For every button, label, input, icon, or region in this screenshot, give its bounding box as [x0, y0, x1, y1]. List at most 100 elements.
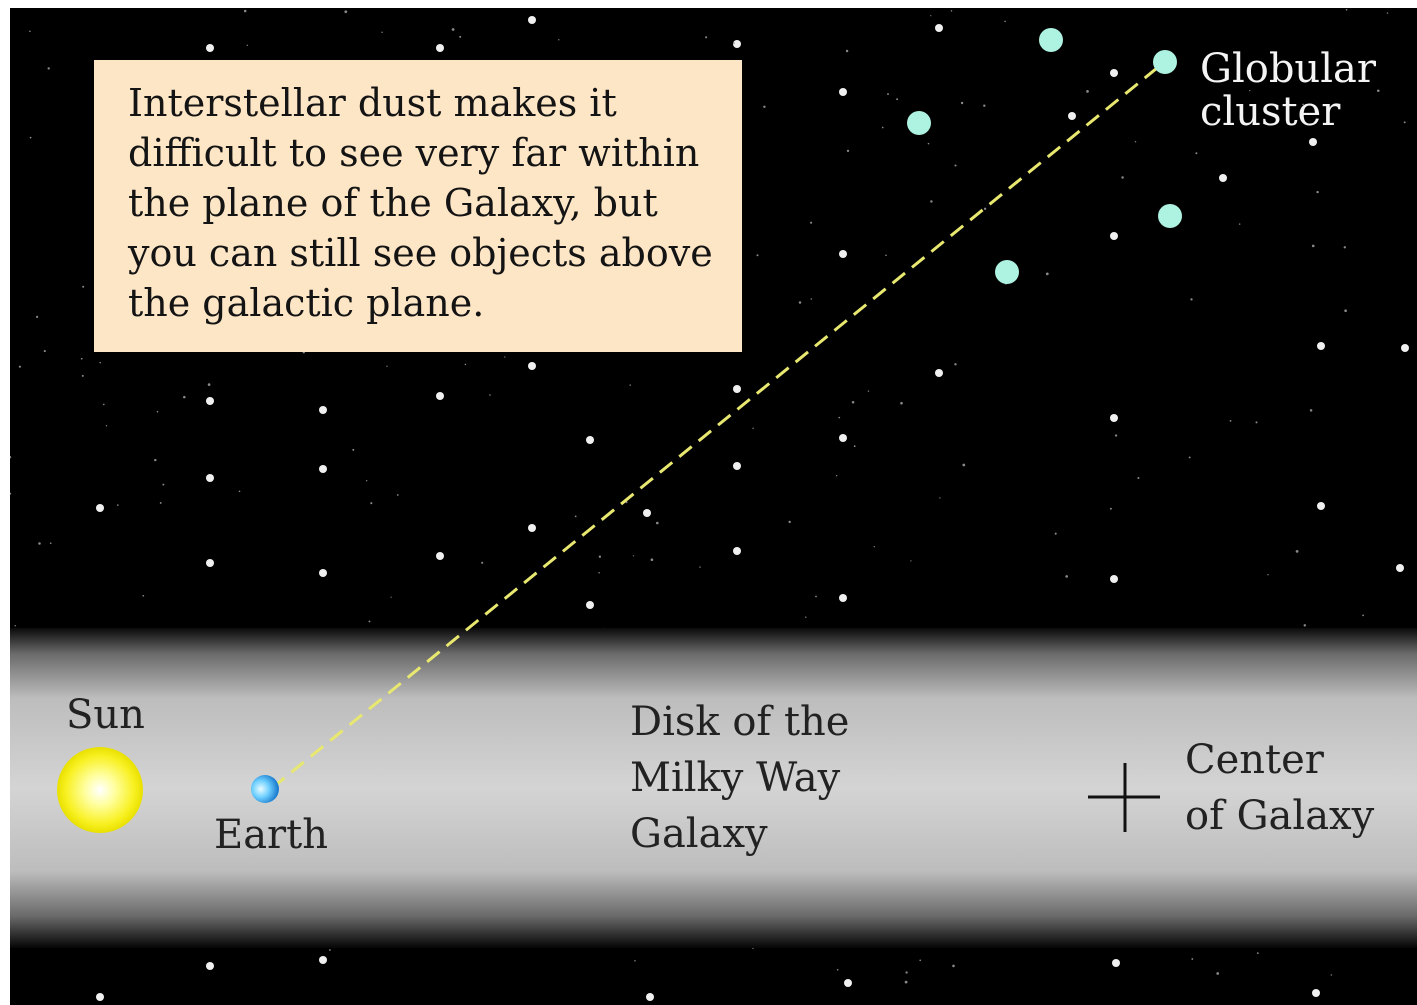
faint-star-icon — [1065, 575, 1069, 578]
faint-star-icon — [1403, 121, 1406, 124]
faint-star-icon — [598, 555, 602, 558]
faint-star-icon — [352, 448, 355, 451]
faint-star-icon — [1086, 90, 1089, 93]
faint-star-icon — [370, 502, 373, 505]
sun-icon — [57, 747, 143, 833]
faint-star-icon — [905, 971, 908, 974]
faint-star-icon — [47, 67, 50, 70]
star-dot-icon — [1110, 575, 1118, 583]
faint-star-icon — [451, 28, 455, 31]
star-dot-icon — [436, 392, 444, 400]
faint-star-icon — [1195, 152, 1198, 155]
faint-star-icon — [1311, 244, 1315, 248]
star-dot-icon — [96, 504, 104, 512]
faint-star-icon — [43, 350, 46, 353]
faint-star-icon — [80, 357, 83, 360]
faint-star-icon — [788, 520, 791, 524]
faint-star-icon — [81, 374, 84, 377]
faint-star-icon — [867, 390, 870, 392]
faint-star-icon — [29, 30, 31, 33]
star-dot-icon — [1112, 959, 1120, 967]
globular-cluster-star-icon — [907, 111, 931, 135]
faint-star-icon — [805, 616, 807, 618]
faint-star-icon — [49, 542, 52, 545]
star-dot-icon — [935, 369, 943, 377]
faint-star-icon — [381, 31, 383, 34]
faint-star-icon — [881, 126, 884, 129]
faint-star-icon — [159, 501, 162, 504]
star-dot-icon — [1110, 69, 1118, 77]
faint-star-icon — [464, 363, 467, 366]
faint-star-icon — [732, 42, 735, 45]
faint-star-icon — [18, 365, 21, 368]
star-dot-icon — [96, 993, 104, 1001]
globular-cluster-star-icon — [995, 260, 1019, 284]
faint-star-icon — [396, 494, 399, 496]
star-dot-icon — [733, 40, 741, 48]
faint-star-icon — [1267, 574, 1269, 576]
star-dot-icon — [646, 993, 654, 1001]
faint-star-icon — [983, 104, 986, 107]
galactic-disk-band — [10, 628, 1417, 948]
faint-star-icon — [366, 480, 368, 482]
faint-star-icon — [815, 595, 817, 598]
faint-star-icon — [851, 400, 855, 404]
faint-star-icon — [102, 403, 105, 406]
star-dot-icon — [1110, 414, 1118, 422]
faint-star-icon — [655, 521, 659, 525]
faint-star-icon — [835, 475, 838, 477]
faint-star-icon — [1303, 624, 1307, 627]
globular-cluster — [907, 28, 1182, 284]
star-dot-icon — [436, 552, 444, 560]
faint-star-icon — [939, 497, 941, 499]
faint-star-icon — [481, 561, 484, 564]
center-of-galaxy-label: Center of Galaxy — [1185, 737, 1375, 839]
sun-label: Sun — [66, 692, 145, 738]
faint-star-icon — [1309, 409, 1313, 412]
faint-star-icon — [459, 35, 462, 38]
star-dot-icon — [319, 569, 327, 577]
faint-star-icon — [1190, 298, 1193, 301]
faint-star-icon — [885, 254, 887, 257]
faint-star-icon — [873, 546, 875, 548]
globular-cluster-star-icon — [1153, 50, 1177, 74]
globular-cluster-star-icon — [1158, 204, 1182, 228]
faint-star-icon — [904, 980, 908, 984]
star-dot-icon — [1309, 138, 1317, 146]
star-dot-icon — [528, 362, 536, 370]
faint-star-icon — [887, 93, 889, 96]
faint-star-icon — [36, 315, 39, 318]
star-dot-icon — [1312, 989, 1320, 997]
faint-star-icon — [243, 9, 247, 13]
faint-star-icon — [705, 36, 708, 39]
faint-star-icon — [1377, 89, 1380, 92]
crosshair-icon — [1088, 763, 1160, 832]
star-dot-icon — [206, 397, 214, 405]
faint-star-icon — [954, 164, 957, 167]
faint-star-icon — [954, 363, 957, 366]
star-dot-icon — [1068, 112, 1076, 120]
star-dot-icon — [1317, 502, 1325, 510]
faint-star-icon — [1362, 614, 1364, 617]
faint-star-icon — [629, 384, 631, 386]
faint-star-icon — [810, 298, 813, 300]
caption-text: Interstellar dust makes it difficult to … — [128, 81, 713, 325]
faint-star-icon — [1302, 103, 1304, 106]
star-dot-icon — [1401, 344, 1409, 352]
faint-star-icon — [1054, 532, 1057, 535]
faint-star-icon — [1188, 456, 1191, 459]
star-dot-icon — [844, 979, 852, 987]
faint-star-icon — [1386, 12, 1389, 14]
star-dot-icon — [839, 594, 847, 602]
faint-star-icon — [1121, 176, 1124, 179]
star-dot-icon — [1396, 564, 1404, 572]
faint-star-icon — [1316, 190, 1319, 194]
faint-star-icon — [930, 200, 933, 203]
faint-star-icon — [919, 959, 922, 962]
globular-cluster-label: Globular cluster — [1200, 46, 1376, 136]
faint-star-icon — [558, 39, 560, 41]
star-dot-icon — [1219, 174, 1227, 182]
star-dot-icon — [733, 462, 741, 470]
galaxy-diagram: Interstellar dust makes it difficult to … — [10, 8, 1417, 1005]
star-dot-icon — [528, 16, 536, 24]
